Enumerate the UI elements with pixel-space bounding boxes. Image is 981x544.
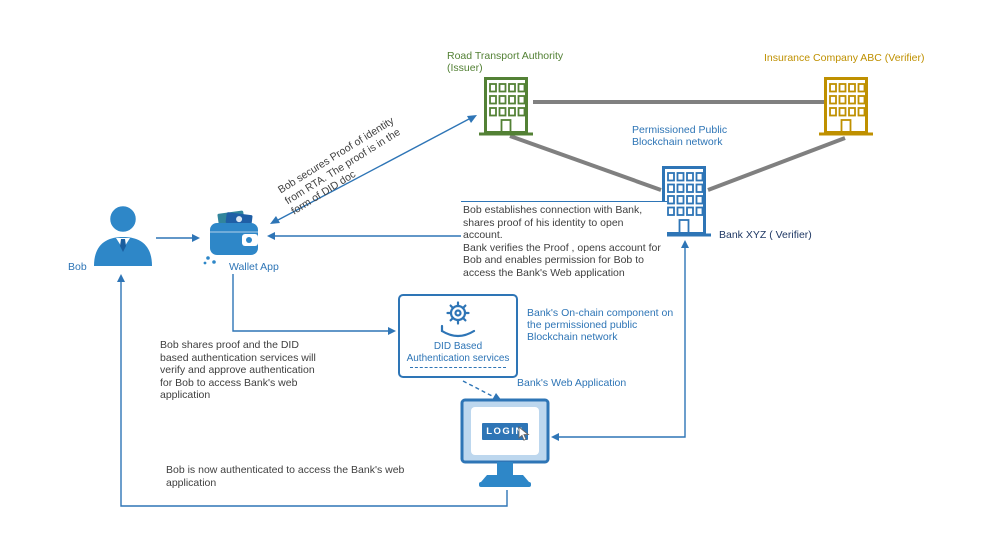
gear-hand-icon — [440, 301, 476, 338]
annotation-establish-connection: Bob establishes connection with Bank, sh… — [461, 201, 667, 281]
gray-relation-lines — [509, 100, 846, 192]
web-app-label: Bank's Web Application — [517, 377, 627, 389]
did-dashed-underline — [410, 367, 506, 368]
wallet-icon — [203, 210, 258, 265]
building-icon-insurance — [819, 77, 873, 136]
did-auth-services-box: DID Based Authentication services — [398, 294, 518, 378]
bank-label: Bank XYZ ( Verifier) — [719, 229, 812, 241]
blockchain-network-label: Permissioned Public Blockchain network — [632, 124, 728, 148]
onchain-component-label: Bank's On-chain component on the permiss… — [527, 307, 674, 343]
bob-label: Bob — [68, 261, 87, 273]
cursor-icon — [518, 426, 530, 441]
login-button: LOGIN — [482, 423, 528, 440]
building-icon-rta — [479, 77, 533, 136]
did-auth-services-label: DID Based Authentication services — [406, 341, 510, 364]
insurance-label: Insurance Company ABC (Verifier) — [764, 52, 925, 64]
rta-label: Road Transport Authority (Issuer) — [447, 50, 564, 74]
annotation-authenticated: Bob is now authenticated to access the B… — [166, 464, 405, 489]
annotation-shares-proof: Bob shares proof and the DID based authe… — [160, 339, 316, 401]
monitor-icon — [460, 398, 550, 487]
person-icon — [94, 203, 152, 266]
wallet-label: Wallet App — [229, 261, 279, 273]
building-icon-bank — [657, 166, 711, 237]
